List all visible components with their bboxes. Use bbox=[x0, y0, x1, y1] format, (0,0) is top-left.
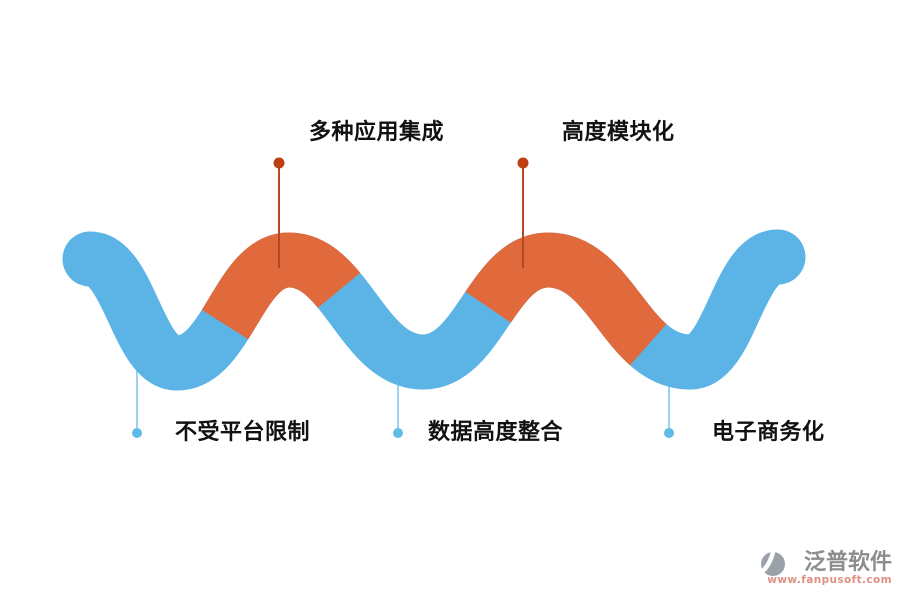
dot-ecommerce bbox=[664, 428, 674, 438]
fanpu-logo-icon bbox=[760, 551, 785, 577]
label-high-modularity: 高度模块化 bbox=[562, 120, 675, 145]
vendor-logo: 泛普软件 www.fanpusoft.com bbox=[760, 550, 892, 587]
label-data-integration: 数据高度整合 bbox=[428, 420, 564, 445]
dot-data bbox=[393, 428, 403, 438]
vendor-url: www.fanpusoft.com bbox=[767, 574, 892, 587]
wave-path-blue bbox=[62, 229, 806, 391]
label-ecommerce: 电子商务化 bbox=[712, 420, 825, 445]
label-no-platform-limit: 不受平台限制 bbox=[175, 420, 311, 445]
dot-platform bbox=[132, 428, 142, 438]
vendor-name: 泛普软件 bbox=[803, 550, 892, 575]
dot-apps bbox=[273, 157, 285, 169]
dot-modular bbox=[517, 157, 529, 169]
label-multi-app-integration: 多种应用集成 bbox=[309, 120, 445, 145]
